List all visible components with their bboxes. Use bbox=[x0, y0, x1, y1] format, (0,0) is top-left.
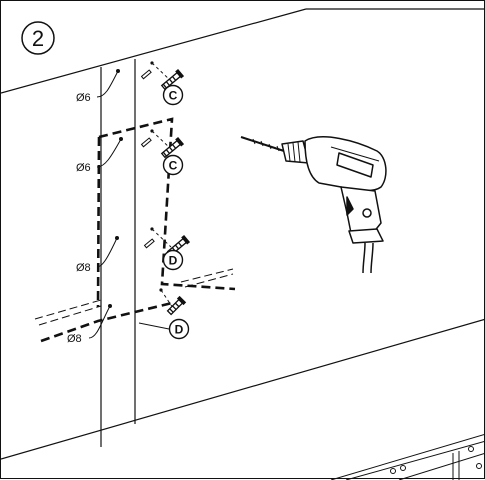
cabinet-outline-dashed bbox=[40, 117, 236, 343]
hole-2-diameter: Ø6 bbox=[76, 162, 91, 174]
hole-3-diameter: Ø8 bbox=[76, 262, 91, 274]
callout-d-2: D bbox=[168, 318, 190, 340]
cabinet-edge bbox=[330, 433, 485, 480]
floor-line bbox=[1, 318, 485, 460]
cabinet-shelf-lines bbox=[34, 268, 234, 326]
dimension-labels: Ø6 Ø6 Ø8 Ø8 bbox=[67, 92, 91, 345]
alignment-lines bbox=[151, 62, 174, 309]
ceiling-line bbox=[1, 8, 307, 94]
screw-icon bbox=[160, 68, 191, 316]
dimension-leaders bbox=[88, 70, 170, 339]
wall-perspective bbox=[1, 8, 485, 460]
callout-c-1: C bbox=[162, 84, 184, 106]
part-callouts: C C D D bbox=[162, 84, 190, 340]
drill-icon bbox=[240, 136, 387, 274]
svg-text:C: C bbox=[169, 159, 178, 173]
step-number: 2 bbox=[32, 26, 44, 51]
wall-plug-icon bbox=[140, 69, 155, 249]
svg-text:D: D bbox=[175, 323, 184, 337]
hole-1-diameter: Ø6 bbox=[76, 92, 91, 104]
svg-text:C: C bbox=[169, 89, 178, 103]
svg-text:D: D bbox=[169, 254, 178, 268]
step-number-badge: 2 bbox=[21, 21, 55, 55]
callout-c-2: C bbox=[162, 154, 184, 176]
callout-d-1: D bbox=[162, 249, 184, 271]
hole-4-diameter: Ø8 bbox=[67, 333, 82, 345]
